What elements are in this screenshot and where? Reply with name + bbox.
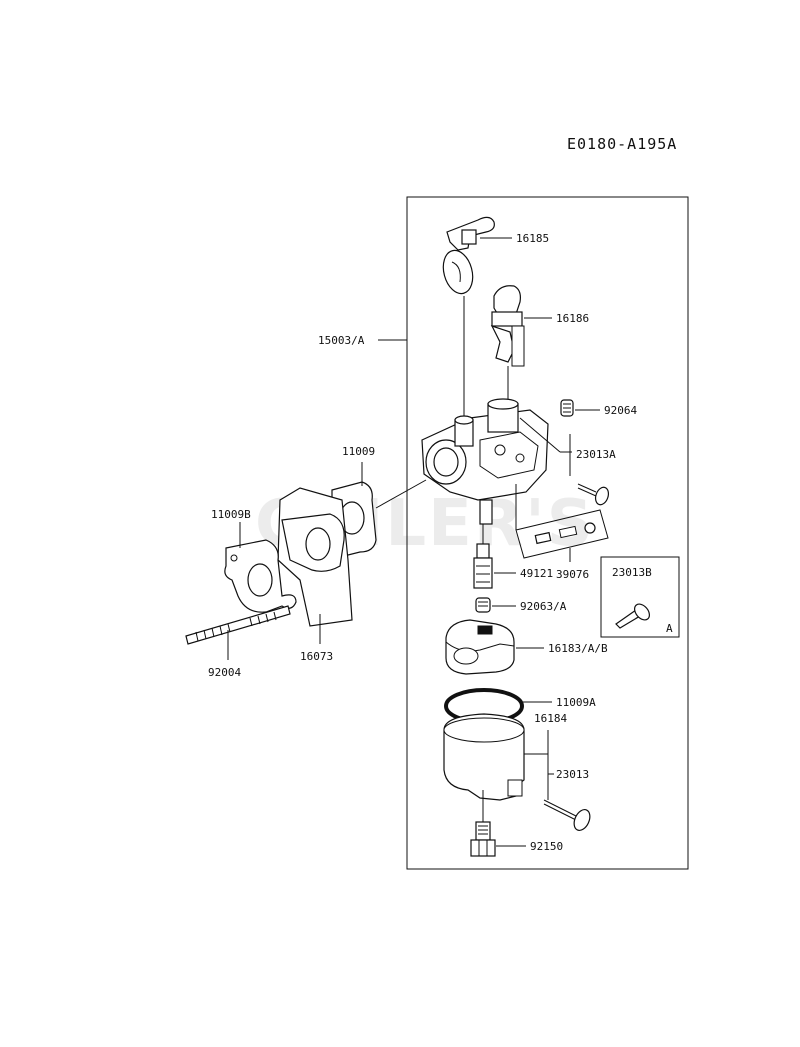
jet-kit-39076-part xyxy=(515,509,609,562)
float-16183-part xyxy=(445,619,515,675)
choke-lever-part xyxy=(442,216,495,424)
leader-11009-body xyxy=(375,479,427,509)
diagram-code: E0180-A195A xyxy=(567,135,677,153)
label-92150: 92150 xyxy=(530,840,563,853)
label-16185: 16185 xyxy=(516,232,549,245)
label-39076: 39076 xyxy=(556,568,589,581)
label-92004: 92004 xyxy=(208,666,241,679)
carburetor-body-part xyxy=(421,398,549,525)
label-16073: 16073 xyxy=(300,650,333,663)
nozzle-49121-part xyxy=(473,524,493,589)
label-92064: 92064 xyxy=(604,404,637,417)
screw-23013B-part xyxy=(615,603,650,629)
label-11009A: 11009A xyxy=(556,696,596,709)
stud-92004-part xyxy=(185,605,291,645)
label-23013: 23013 xyxy=(556,768,589,781)
throttle-lever-part xyxy=(490,285,525,410)
label-15003: 15003/A xyxy=(318,334,365,347)
label-49121: 49121 xyxy=(520,567,553,580)
label-92063: 92063/A xyxy=(520,600,567,613)
label-23013B: 23013B xyxy=(612,566,652,579)
label-11009B: 11009B xyxy=(211,508,251,521)
label-16184: 16184 xyxy=(534,712,567,725)
insulator-16073-part xyxy=(277,487,353,627)
inset-frame xyxy=(600,556,680,638)
jet-92063-part xyxy=(475,597,491,613)
screw-92064-part xyxy=(560,399,574,417)
screw-23013-part xyxy=(543,792,591,831)
assembly-frame xyxy=(406,196,689,870)
label-23013A: 23013A xyxy=(576,448,616,461)
label-16183: 16183/A/B xyxy=(548,642,608,655)
gasket-11009B-part xyxy=(224,539,297,613)
leader-23013A-a xyxy=(519,417,561,453)
bolt-92150-part xyxy=(470,790,496,857)
label-16186: 16186 xyxy=(556,312,589,325)
screw-23013A-part xyxy=(577,483,610,506)
float-bowl-16184-part xyxy=(443,713,525,801)
inset-label-a: A xyxy=(666,622,673,635)
label-11009: 11009 xyxy=(342,445,375,458)
